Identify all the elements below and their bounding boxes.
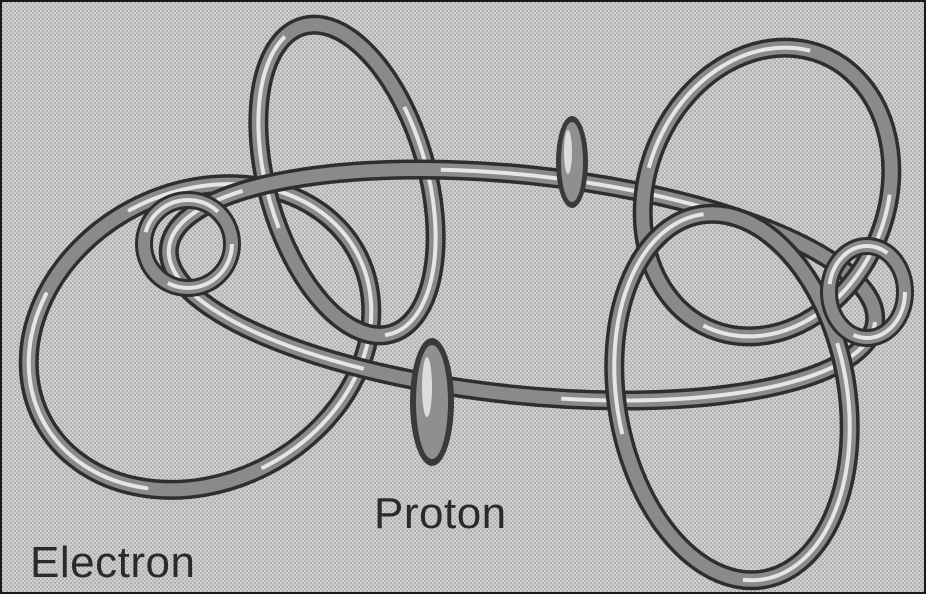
electron-loop-lower-right (604, 203, 860, 591)
proton-label: Proton (374, 489, 507, 538)
proton-disc-top (556, 116, 588, 208)
electron-loop-left (18, 174, 382, 500)
electron-loop-upper-right (632, 37, 902, 347)
proton-disc-bottom (410, 338, 454, 466)
electron-label: Electron (30, 538, 196, 587)
electron-loop-upper-left (248, 14, 446, 346)
electron-ring-main (158, 159, 886, 411)
electron-ring-small-left (135, 191, 241, 297)
electron-ring-small-right (820, 237, 914, 347)
